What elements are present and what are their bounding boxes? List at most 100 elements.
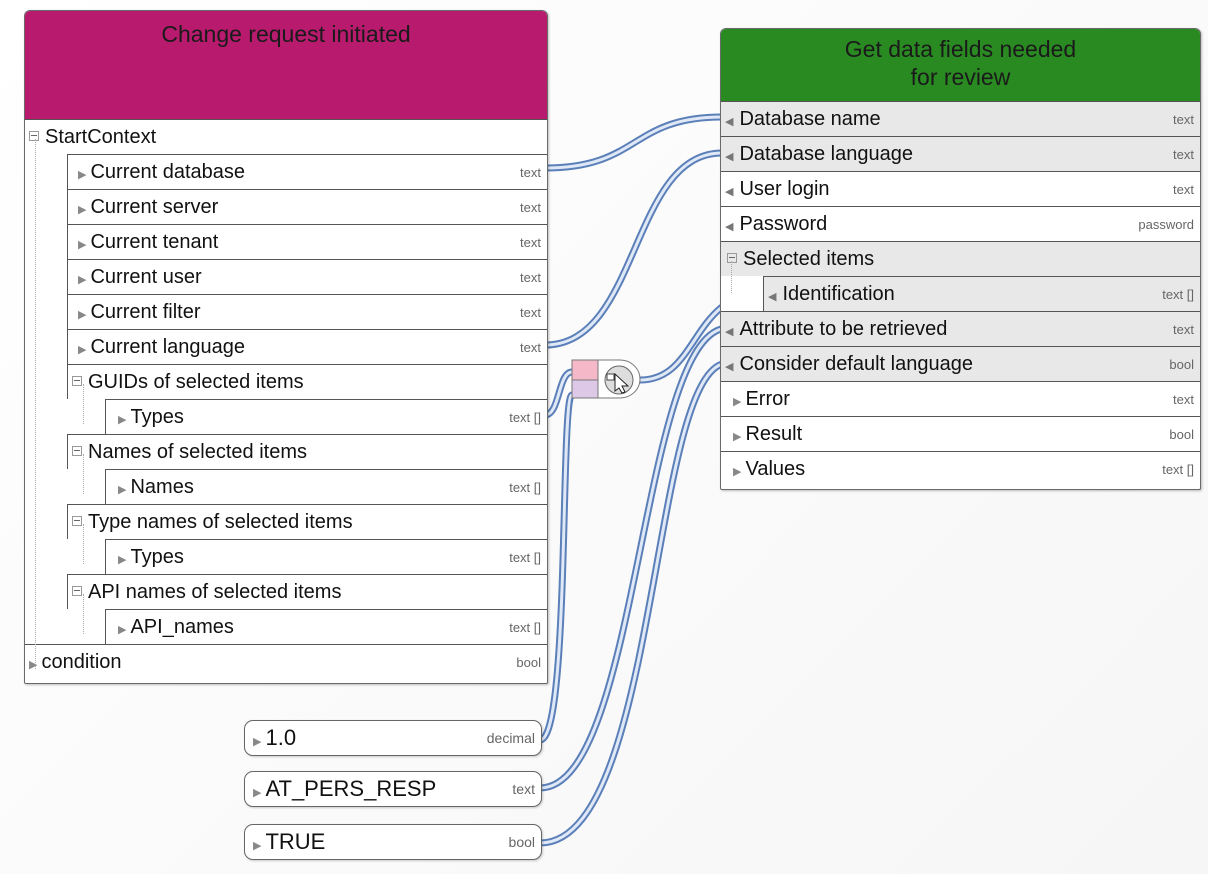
constant-value: TRUE xyxy=(265,829,326,854)
row-label: Current language xyxy=(90,336,246,358)
wire-const-3-to-default-language[interactable] xyxy=(536,359,732,847)
row-password[interactable]: ◀ Password password xyxy=(721,206,1200,241)
row-type: text xyxy=(1173,147,1194,162)
wire-database-to-database-name[interactable] xyxy=(541,113,726,172)
input-arrow-icon: ◀ xyxy=(725,221,734,233)
output-arrow-icon: ▶ xyxy=(253,736,262,748)
output-arrow-icon: ▶ xyxy=(118,554,127,566)
row-label: Type names of selected items xyxy=(88,511,353,533)
collapse-icon[interactable] xyxy=(72,376,82,386)
output-arrow-icon: ▶ xyxy=(78,309,87,321)
row-label: GUIDs of selected items xyxy=(88,371,304,393)
collapse-icon[interactable] xyxy=(72,586,82,596)
wire-const-1-to-splitter[interactable] xyxy=(536,391,576,744)
row-type: text xyxy=(1173,392,1194,407)
wire-guids-to-splitter[interactable] xyxy=(541,368,576,419)
row-type: text xyxy=(1173,182,1194,197)
input-arrow-icon: ◀ xyxy=(725,186,734,198)
row-type: text [] xyxy=(509,620,541,635)
row-label: API_names xyxy=(130,616,234,638)
collapse-icon[interactable] xyxy=(72,446,82,456)
output-arrow-icon: ▶ xyxy=(118,414,127,426)
left-box-header: Change request initiated xyxy=(25,11,547,119)
output-arrow-icon: ▶ xyxy=(29,659,38,671)
row-apinames-group[interactable]: API names of selected items xyxy=(67,574,547,609)
output-arrow-icon: ▶ xyxy=(733,396,742,408)
row-label: Attribute to be retrieved xyxy=(739,318,948,340)
output-arrow-icon: ▶ xyxy=(118,624,127,636)
process-box-change-request[interactable]: Change request initiated StartContext▶Cu… xyxy=(24,10,548,684)
row-label: Types xyxy=(130,546,184,568)
output-arrow-icon: ▶ xyxy=(733,431,742,443)
row-type: text [] xyxy=(509,480,541,495)
wire-const-2-to-attribute[interactable] xyxy=(536,324,732,792)
row-label: Database language xyxy=(739,143,913,165)
process-box-get-data-fields[interactable]: Get data fields needed for review ◀Datab… xyxy=(720,28,1201,490)
row-type: text [] xyxy=(509,410,541,425)
input-arrow-icon: ◀ xyxy=(768,291,777,303)
wire-language-to-database-language[interactable] xyxy=(541,149,726,349)
output-arrow-icon: ▶ xyxy=(78,274,87,286)
collapse-icon[interactable] xyxy=(727,253,737,263)
constant-value: AT_PERS_RESP xyxy=(265,776,437,801)
right-box-header: Get data fields needed for review xyxy=(721,29,1200,101)
row-names-group[interactable]: Names of selected items xyxy=(67,434,547,469)
row-label: condition xyxy=(41,651,122,673)
row-label: Values xyxy=(745,458,806,480)
row-startcontext[interactable]: StartContext xyxy=(25,119,547,154)
row-type: text [] xyxy=(509,550,541,565)
row-typenames-types[interactable]: ▶Types text [] xyxy=(105,539,547,574)
tree-line xyxy=(83,384,84,424)
row-label: Password xyxy=(739,213,828,235)
constant-type: decimal xyxy=(486,730,535,746)
row-error[interactable]: ▶Error text xyxy=(721,381,1200,416)
collapse-icon[interactable] xyxy=(29,131,39,141)
row-label: API names of selected items xyxy=(88,581,342,603)
output-arrow-icon: ▶ xyxy=(78,204,87,216)
right-box-title-line1: Get data fields needed xyxy=(844,36,1077,62)
row-type: bool xyxy=(1169,357,1194,372)
collapse-icon[interactable] xyxy=(72,516,82,526)
output-arrow-icon: ▶ xyxy=(733,466,742,478)
constant-type: text xyxy=(512,781,535,797)
row-label: Current server xyxy=(90,196,219,218)
row-typenames-group[interactable]: Type names of selected items xyxy=(67,504,547,539)
row-api-names[interactable]: ▶API_names text [] xyxy=(105,609,547,644)
input-arrow-icon: ◀ xyxy=(725,116,734,128)
row-guids-group[interactable]: GUIDs of selected items xyxy=(67,364,547,399)
row-selected-items[interactable]: Selected items xyxy=(721,241,1200,276)
row-attribute-to-be-retrieved[interactable]: ◀ Attribute to be retrieved text xyxy=(721,311,1200,346)
output-arrow-icon: ▶ xyxy=(253,840,262,852)
row-label: Result xyxy=(745,423,803,445)
output-arrow-icon: ▶ xyxy=(78,344,87,356)
row-label: Selected items xyxy=(743,248,875,270)
input-arrow-icon: ◀ xyxy=(725,361,734,373)
row-label: Current user xyxy=(90,266,202,288)
row-label: Error xyxy=(745,388,790,410)
row-type: password xyxy=(1138,217,1194,232)
row-type: text xyxy=(1173,322,1194,337)
converter-node[interactable] xyxy=(571,359,641,399)
input-arrow-icon: ◀ xyxy=(725,326,734,338)
